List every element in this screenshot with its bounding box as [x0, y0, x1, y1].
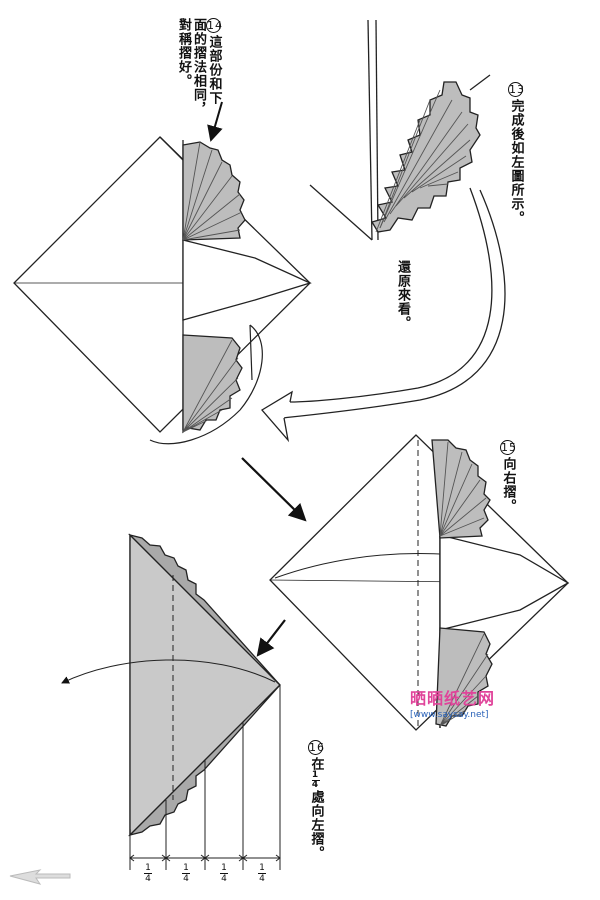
step15-caption: 15 向右摺。 [500, 440, 516, 513]
watermark-title: 晒晒纸艺网 [410, 689, 496, 708]
step14-number: 14 [206, 18, 223, 33]
step14-upper-fan [182, 141, 246, 241]
step13-number: 13 [508, 82, 525, 97]
sequence-arrow-1 [241, 457, 307, 522]
step13-caption: 13 完成後如左圖所示。 [508, 82, 524, 225]
page-corner-arrow [9, 869, 71, 885]
step15-number: 15 [500, 440, 517, 455]
step13-figure [309, 19, 491, 241]
return-arrow [281, 189, 506, 419]
restore-note: 還原來看。 [395, 260, 410, 330]
step16-text-after: 處向左摺。 [308, 790, 324, 860]
step16-number: 16 [308, 740, 325, 755]
step14-figure [13, 136, 312, 445]
step15-text: 向右摺。 [500, 457, 516, 513]
step14-text: 這部份和下面的摺法相同，對稱摺好。 [176, 18, 222, 116]
step14-caption: 14這部份和下面的摺法相同，對稱摺好。 [176, 18, 222, 118]
step16-text-before: 在 [308, 757, 324, 771]
step16-upper-frill [127, 533, 281, 686]
quarter-guides [129, 685, 281, 870]
watermark-url: [www.saysay.net] [410, 710, 489, 720]
step16-figure [61, 533, 281, 837]
sequence-arrow-2 [256, 619, 286, 657]
step15-figure [269, 434, 570, 731]
watermark: 晒晒纸艺网 [www.saysay.net] [410, 685, 520, 720]
step14-lower-fan [182, 334, 243, 434]
step14-pointer-arrow [207, 101, 223, 142]
step13-text: 完成後如左圖所示。 [508, 99, 524, 225]
step15-lower-fan [435, 627, 493, 727]
